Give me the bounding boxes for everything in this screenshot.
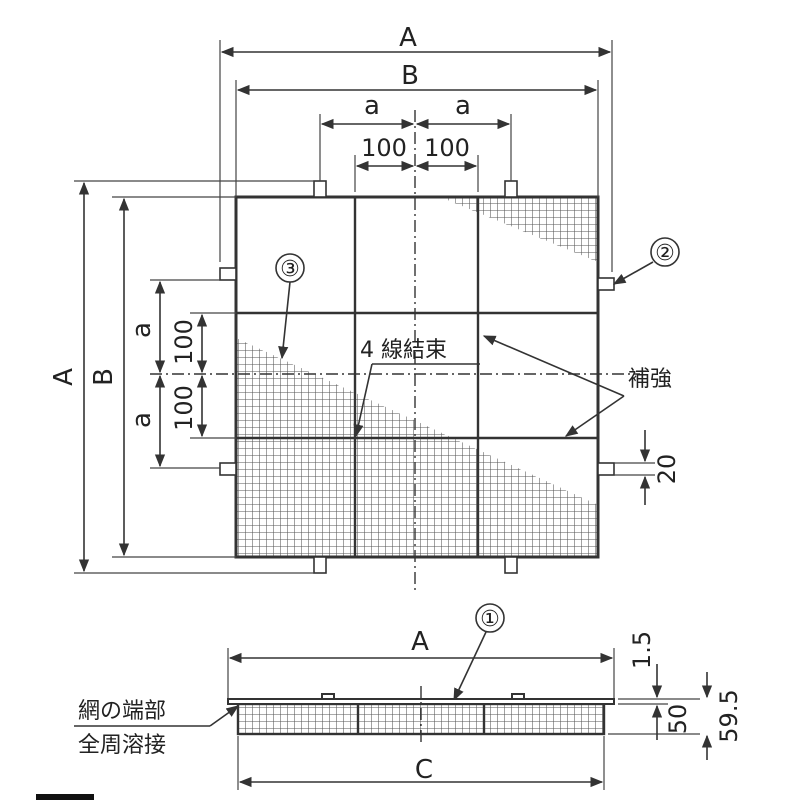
edge-weld-label-line2: 全周溶接 [78, 733, 166, 758]
dim-a-top-right-label: a [455, 91, 471, 121]
dim-20-right [614, 430, 655, 505]
dim-59-5-label: 59.5 [715, 689, 743, 742]
dim-B-top-label: B [401, 61, 419, 91]
plan-view: A B a a 100 100 A B a a 10 [49, 23, 681, 590]
dim-100-top-right-label: 100 [424, 134, 470, 162]
callout-2-label: ② [655, 241, 675, 266]
mesh-top-right [440, 197, 598, 262]
mesh-lower [236, 338, 598, 557]
dim-1-5-label: 1.5 [628, 631, 656, 669]
callout-1-label: ① [480, 607, 500, 632]
wire-tie-leader-left [353, 363, 373, 438]
dim-B-left-label: B [89, 368, 119, 386]
top-extension-lines [219, 40, 613, 272]
reinforcement-label: 補強 [628, 367, 672, 392]
section-right-extension-lines [608, 698, 700, 735]
dim-A-top-label: A [399, 23, 417, 53]
reinforcement-bars [236, 197, 598, 557]
edge-weld-label-line1: 網の端部 [78, 699, 166, 724]
section-bars [356, 704, 486, 734]
section-view: A ① 網の端部 全周溶接 C [74, 603, 743, 790]
dim-100-left-upper-label: 100 [170, 319, 198, 365]
dim-20-label: 20 [653, 454, 681, 485]
outer-frame [234, 195, 600, 559]
mesh-area [236, 197, 598, 557]
wire-tie-label: 4 線結束 [360, 338, 447, 363]
callout-3 [275, 253, 305, 360]
dim-50-label: 50 [664, 704, 692, 735]
left-extension-lines [74, 180, 314, 574]
dim-a-left-upper-label: a [127, 322, 157, 338]
callout-3-label: ③ [280, 257, 300, 282]
lugs [219, 180, 615, 574]
dim-C-label: C [415, 755, 433, 785]
reinforcement-leaders [482, 335, 625, 437]
edge-weld-leader [209, 705, 240, 727]
dim-a-top-left-label: a [364, 91, 380, 121]
dim-100-top-left-label: 100 [361, 134, 407, 162]
dim-100-left-lower-label: 100 [170, 385, 198, 431]
dim-A-left-label: A [49, 368, 79, 386]
dim-a-left-lower-label: a [127, 412, 157, 428]
callout-2 [612, 237, 680, 285]
callout-1 [453, 603, 505, 702]
dim-A-section-label: A [411, 627, 429, 657]
corner-mark [36, 794, 94, 800]
